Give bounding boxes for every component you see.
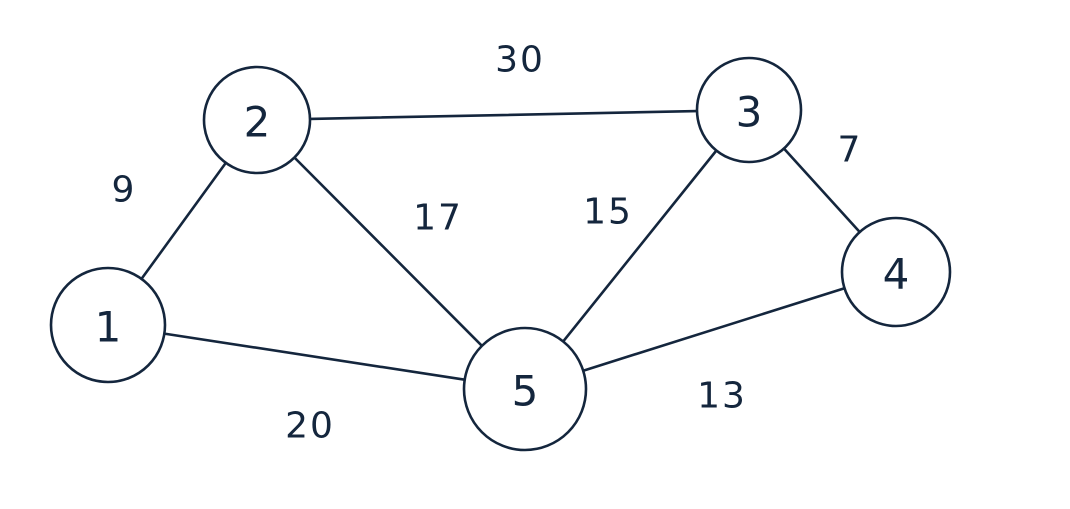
node-2: 2 — [202, 65, 312, 175]
node-3: 3 — [695, 56, 803, 164]
node-5: 5 — [462, 326, 588, 452]
edge-2-3 — [308, 109, 699, 121]
nodes-layer: 1 2 3 4 5 — [49, 56, 952, 452]
edge-weight-3-4: 7 — [838, 130, 863, 171]
node-1: 1 — [49, 266, 167, 384]
edge-3-4 — [782, 147, 862, 234]
edge-weight-1-2: 9 — [112, 170, 137, 211]
edge-2-5 — [293, 156, 484, 348]
node-label-2: 2 — [244, 98, 271, 147]
node-label-5: 5 — [512, 367, 539, 416]
edge-weight-1-5: 20 — [285, 406, 335, 447]
node-label-4: 4 — [883, 250, 910, 299]
edge-weight-2-5: 17 — [413, 198, 463, 239]
edges-layer — [140, 109, 862, 382]
node-circle-4 — [840, 216, 952, 328]
node-circle-1 — [49, 266, 167, 384]
weights-layer: 9 30 17 15 7 20 13 — [112, 40, 863, 447]
edge-3-5 — [561, 149, 718, 343]
node-circle-5 — [462, 326, 588, 452]
node-4: 4 — [840, 216, 952, 328]
edge-weight-2-3: 30 — [495, 40, 545, 81]
edge-1-5 — [163, 332, 467, 382]
node-label-1: 1 — [95, 303, 122, 352]
node-label-3: 3 — [736, 88, 763, 137]
node-circle-3 — [695, 56, 803, 164]
node-circle-2 — [202, 65, 312, 175]
edge-weight-5-4: 13 — [697, 376, 747, 417]
edge-5-4 — [581, 286, 846, 373]
edge-1-2 — [140, 161, 228, 281]
edge-weight-3-5: 15 — [583, 192, 633, 233]
